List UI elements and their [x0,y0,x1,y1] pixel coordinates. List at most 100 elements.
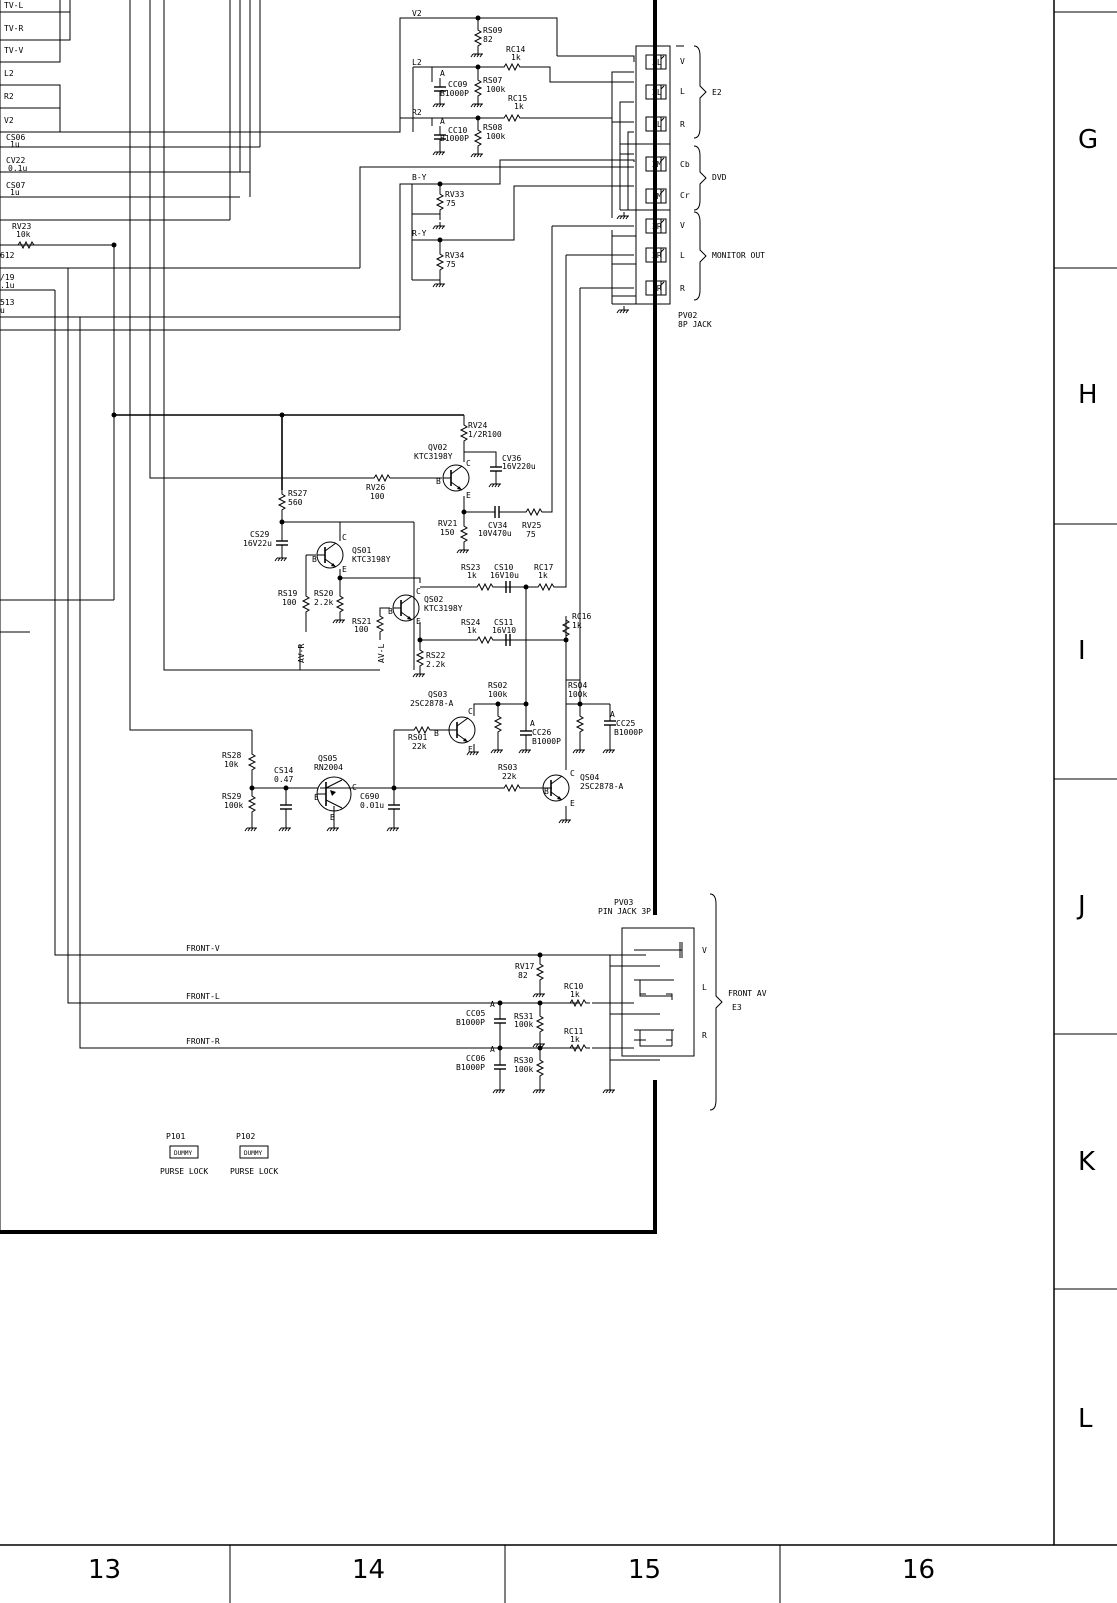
left-labels: TV-L TV-R TV-V L2 R2 V2 CS06 1u CV22 0.1… [0,1,31,315]
svg-text:P101: P101 [166,1132,185,1141]
svg-text:QS01: QS01 [352,546,371,555]
svg-text:B1000P: B1000P [614,728,643,737]
svg-text:RV26: RV26 [366,483,385,492]
svg-text:RS22: RS22 [426,651,445,660]
svg-text:1k: 1k [572,621,582,630]
svg-text:A: A [440,117,445,126]
svg-text:DUMMY: DUMMY [244,1150,262,1157]
svg-text:RS31: RS31 [514,1012,533,1021]
svg-text:L: L [680,251,685,260]
svg-text:RS23: RS23 [461,563,480,572]
svg-text:CC09: CC09 [448,80,467,89]
svg-text:RV33: RV33 [445,190,464,199]
svg-text:PURSE LOCK: PURSE LOCK [230,1167,278,1176]
svg-text:RS03: RS03 [498,763,517,772]
front-labels: FRONT-V FRONT-L FRONT-R RV17 82 A CC05 B… [186,944,583,1074]
svg-text:Cr: Cr [680,191,690,200]
svg-text:B1000P: B1000P [440,134,469,143]
col-15: 15 [628,1555,661,1585]
svg-text:RS30: RS30 [514,1056,533,1065]
svg-text:TV-L: TV-L [4,1,23,10]
col-14: 14 [352,1555,385,1585]
svg-text:u: u [0,306,5,315]
svg-text:RS20: RS20 [314,589,333,598]
svg-text:RS24: RS24 [461,618,480,627]
svg-text:QS03: QS03 [428,690,447,699]
svg-text:RS08: RS08 [483,123,502,132]
svg-text:E: E [342,565,347,574]
svg-text:100: 100 [282,598,297,607]
svg-text:RS28: RS28 [222,751,241,760]
svg-text:FRONT-R: FRONT-R [186,1037,220,1046]
svg-text:B: B [388,607,393,616]
svg-text:E: E [570,799,575,808]
svg-text:/19: /19 [0,273,15,282]
svg-text:CV36: CV36 [502,454,521,463]
svg-text:RS29: RS29 [222,792,241,801]
svg-text:C: C [468,707,473,716]
svg-text:82: 82 [483,35,493,44]
svg-text:FRONT-V: FRONT-V [186,944,220,953]
svg-text:V: V [680,221,685,230]
svg-text:1k: 1k [514,102,524,111]
svg-text:A: A [530,719,535,728]
svg-text:560: 560 [288,498,303,507]
svg-text:0.1u: 0.1u [8,164,27,173]
svg-text:1k: 1k [570,1035,580,1044]
dummy-p101: P101 DUMMY PURSE LOCK [160,1132,208,1176]
svg-text:CS29: CS29 [250,530,269,539]
amp-section [114,226,581,760]
svg-text:AV-R: AV-R [297,644,306,663]
svg-text:QS04: QS04 [580,773,599,782]
svg-text:RC10: RC10 [564,982,583,991]
svg-text:RS19: RS19 [278,589,297,598]
svg-text:100k: 100k [568,690,587,699]
svg-text:2.2k: 2.2k [426,660,445,669]
svg-text:B1000P: B1000P [456,1063,485,1072]
svg-text:RN2004: RN2004 [314,763,343,772]
svg-text:1k: 1k [467,626,477,635]
svg-text:1u: 1u [10,140,20,149]
svg-text:513: 513 [0,298,15,307]
svg-text:PIN JACK 3P: PIN JACK 3P [598,907,651,916]
svg-text:.1u: .1u [0,281,15,290]
pv03-jack-body [610,927,695,1061]
pv03-labels: PV03 PIN JACK 3P V L R FRONT AV E3 [598,898,767,1040]
svg-text:1/2R100: 1/2R100 [468,430,502,439]
svg-text:RV17: RV17 [515,962,534,971]
by-ry-labels: B-Y R-Y RV33 75 RV34 75 [412,173,464,269]
svg-text:16V10u: 16V10u [490,571,519,580]
svg-text:RV23: RV23 [12,222,31,231]
svg-text:B: B [312,555,317,564]
svg-text:16V220u: 16V220u [502,462,536,471]
svg-text:FRONT AV: FRONT AV [728,989,767,998]
svg-text:DVD: DVD [712,173,727,182]
svg-text:R-Y: R-Y [412,229,427,238]
svg-text:100: 100 [354,625,369,634]
svg-text:KTC3198Y: KTC3198Y [414,452,453,461]
by-ry-section [68,153,635,330]
svg-text:E2: E2 [712,88,722,97]
svg-text:1u: 1u [10,188,20,197]
svg-text:CV22: CV22 [6,156,25,165]
svg-text:E: E [466,491,471,500]
zone-labels: G H I J K L 13 14 15 16 [88,125,1098,1585]
zone-h: H [1078,380,1098,410]
svg-text:B: B [434,729,439,738]
qs01-transistor [316,541,344,569]
svg-text:RC15: RC15 [508,94,527,103]
svg-text:P102: P102 [236,1132,255,1141]
svg-text:KTC3198Y: KTC3198Y [424,604,463,613]
svg-text:MONITOR OUT: MONITOR OUT [712,251,765,260]
svg-text:C690: C690 [360,792,379,801]
svg-text:RS09: RS09 [483,26,502,35]
svg-text:E: E [468,745,473,754]
svg-text:150: 150 [440,528,455,537]
svg-text:Cb: Cb [680,160,690,169]
svg-text:RS04: RS04 [568,681,587,690]
svg-text:C: C [570,769,575,778]
svg-text:V2: V2 [4,116,14,125]
svg-text:RS07: RS07 [483,76,502,85]
